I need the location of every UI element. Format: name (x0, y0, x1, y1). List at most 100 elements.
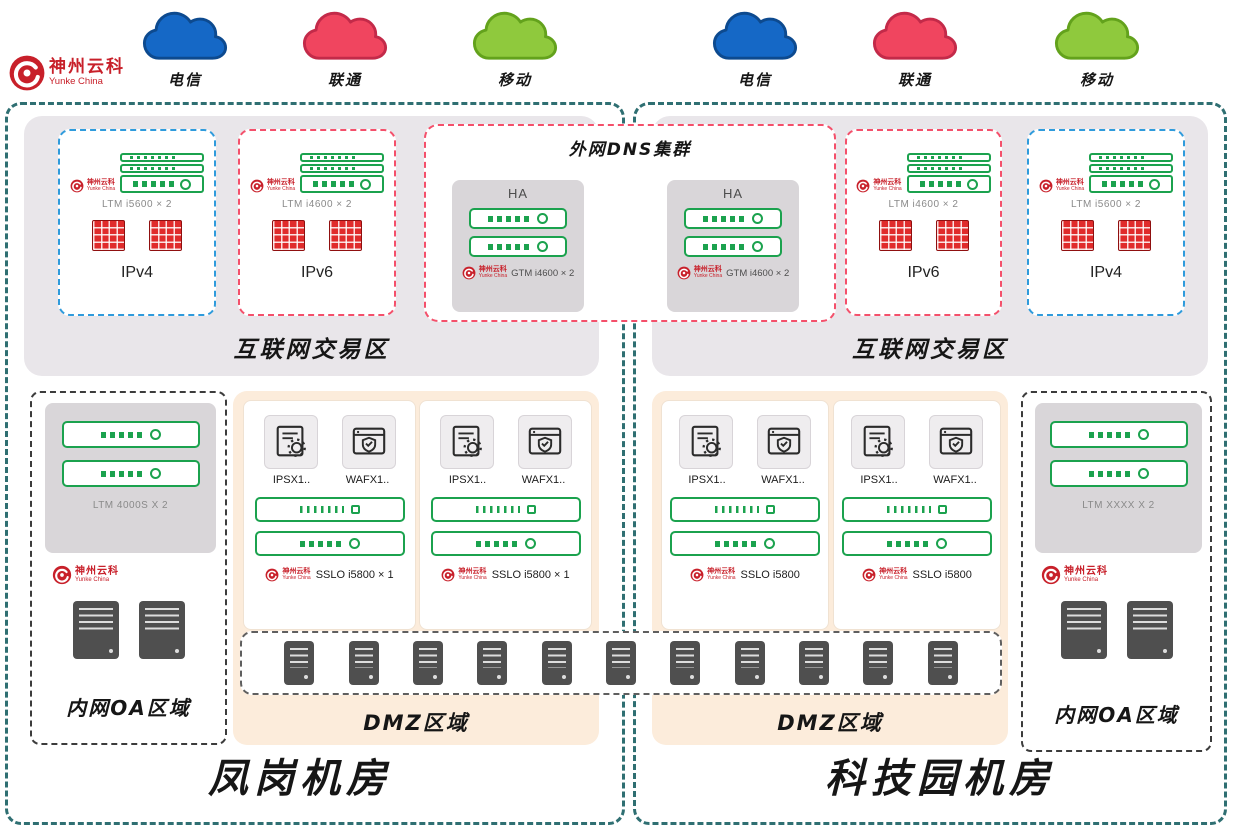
cloud-telecom-left: 电信 (119, 6, 251, 90)
appliance-bar (300, 164, 385, 173)
server-icon (1126, 601, 1173, 659)
indicator-dots (299, 540, 342, 547)
ha-label: HA (722, 186, 744, 201)
firewall-icon (92, 220, 125, 251)
gtm-appliance-icon (469, 208, 567, 229)
sslo-appliance-icon (670, 531, 820, 556)
waf-tile (757, 415, 811, 469)
appliance-bar (1089, 153, 1174, 162)
port-ring (1137, 468, 1149, 479)
port-square (350, 505, 360, 514)
ltm-appliance-icon (61, 421, 200, 448)
waf-label: WAFX1.. (345, 474, 390, 486)
appliance-bar (1089, 175, 1174, 193)
oa-servers (32, 601, 225, 659)
sslo-appliance-icon (670, 497, 820, 522)
port-ring (149, 468, 161, 479)
yunke-logo-icon (250, 179, 264, 193)
ha-label: HA (507, 186, 529, 201)
ips-icon (272, 423, 310, 461)
appliance-bar (120, 153, 205, 162)
port-ring (936, 538, 947, 549)
appliance-stack-icon (1089, 153, 1174, 193)
appliance-bar (120, 175, 205, 193)
ips-label: IPSX1.. (688, 474, 726, 486)
yunke-logo-icon (52, 565, 72, 585)
cloud-icon (696, 6, 814, 64)
indicator-dots (100, 470, 143, 477)
gtm-appliance-icon (684, 208, 782, 229)
firewall-icon (1061, 220, 1094, 251)
port-ring (966, 178, 978, 190)
cloud-icon (856, 6, 974, 64)
port-ring (752, 213, 763, 224)
port-ring (537, 241, 548, 252)
port-ring (524, 538, 536, 549)
server-icon (412, 641, 443, 685)
cloud-mobile-left: 移动 (449, 6, 581, 90)
indicator-dots (887, 540, 929, 547)
server-icon (138, 601, 185, 659)
cloud-label: 移动 (497, 71, 532, 89)
appliance-bar (906, 153, 991, 162)
port-ring (149, 429, 161, 440)
yunke-logo-icon (70, 179, 84, 193)
ips-label: IPSX1.. (272, 474, 311, 486)
ips-icon (448, 423, 486, 461)
device-label: LTM XXXX X 2 (1082, 500, 1155, 511)
waf-label: WAFX1.. (933, 474, 977, 486)
dmz-server-strip (240, 631, 1002, 695)
waf-icon (526, 423, 564, 461)
port-ring (360, 178, 372, 190)
cloud-label: 联通 (327, 71, 362, 89)
ip-version-label: IPv6 (907, 264, 940, 281)
indicator-ticks (715, 506, 759, 513)
server-icon (284, 641, 315, 685)
appliance-stack-icon (300, 153, 385, 193)
appliance-stack-icon (906, 153, 991, 193)
indicator-ticks (887, 506, 931, 513)
device-label: LTM i5600 × 2 (102, 199, 172, 210)
indicator-dots (488, 243, 530, 250)
sslo-appliance-icon (430, 531, 581, 556)
appliance-bar (906, 164, 991, 173)
datacenter-name-right: 科技园机房 (825, 756, 1055, 802)
datacenter-right-frame (633, 102, 1227, 825)
ltm-appliance-icon (61, 460, 200, 487)
indicator-dots (1102, 181, 1145, 187)
waf-tile (517, 415, 572, 469)
port-square (526, 505, 536, 514)
server-icon (927, 641, 958, 685)
indicator-dots (1088, 470, 1131, 477)
cloud-label: 电信 (167, 71, 202, 89)
ltm-appliance-icon (1049, 460, 1188, 487)
ips-tile (439, 415, 494, 469)
sslo-label: SSLO i5800 × 1 (491, 569, 570, 581)
server-icon (477, 641, 508, 685)
indicator-ticks (299, 506, 344, 513)
ip-version-label: IPv4 (1089, 264, 1122, 281)
waf-tile (341, 415, 396, 469)
cloud-unicom-right: 联通 (849, 6, 981, 90)
cloud-telecom-right: 电信 (689, 6, 821, 90)
waf-tile (929, 415, 983, 469)
device-label: LTM i4600 × 2 (888, 199, 959, 210)
ips-tile (263, 415, 318, 469)
server-icon (348, 641, 379, 685)
